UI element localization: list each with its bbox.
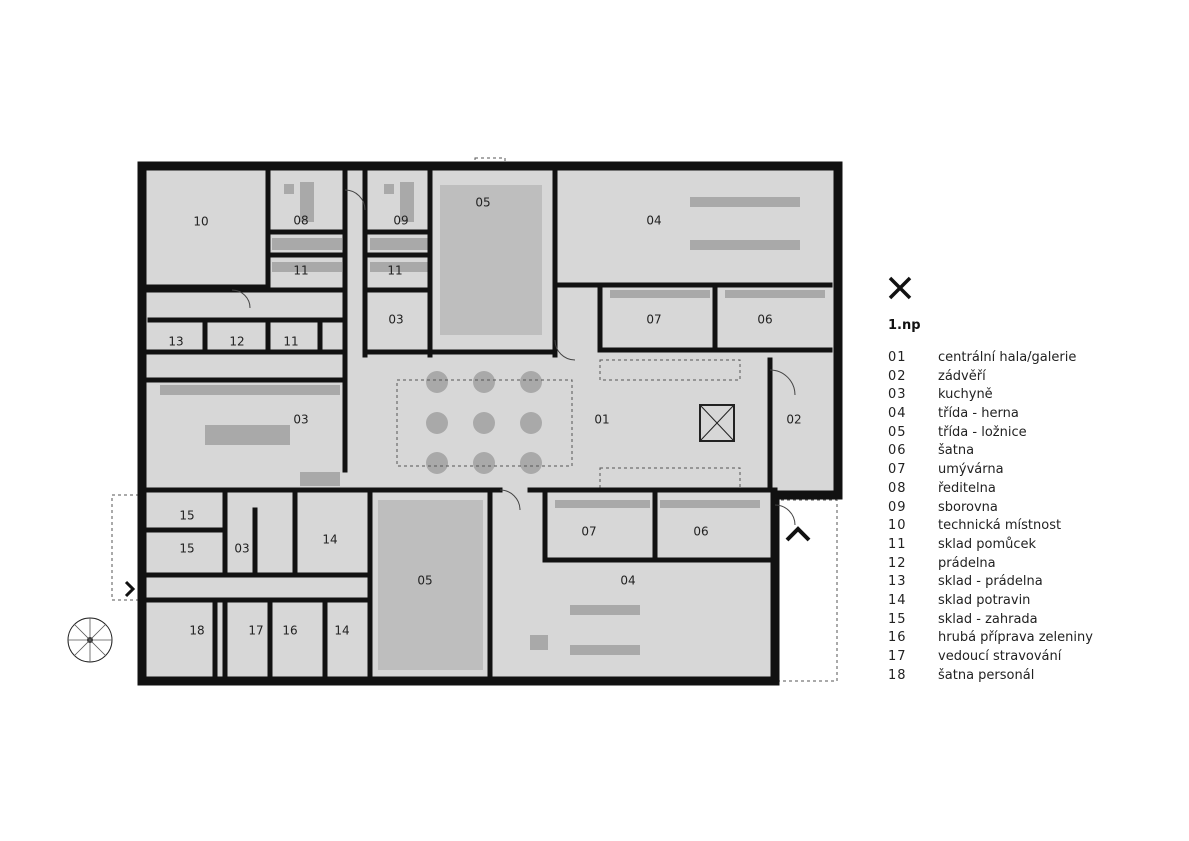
legend-item: 13 sklad - prádelna bbox=[888, 574, 1093, 593]
door-swings bbox=[231, 189, 796, 526]
legend-room-name: šatna bbox=[938, 443, 975, 459]
legend-item: 09 sborovna bbox=[888, 500, 1093, 519]
elevator bbox=[699, 404, 735, 442]
room-label: 08 bbox=[293, 214, 308, 228]
legend-room-name: prádelna bbox=[938, 555, 996, 571]
legend-room-name: třída - ložnice bbox=[938, 424, 1027, 440]
room-label: 11 bbox=[293, 264, 308, 278]
legend-room-name: technická místnost bbox=[938, 518, 1062, 534]
room-label: 06 bbox=[757, 313, 772, 327]
room-label: 05 bbox=[417, 574, 432, 588]
legend-room-name: zádvěří bbox=[938, 368, 986, 384]
legend-number: 03 bbox=[888, 387, 907, 403]
legend-item: 04 třída - herna bbox=[888, 406, 1093, 425]
legend-item: 02 zádvěří bbox=[888, 369, 1093, 388]
legend-item: 10 technická místnost bbox=[888, 518, 1093, 537]
room-label: 04 bbox=[646, 214, 661, 228]
room-label: 18 bbox=[189, 624, 204, 638]
room-label: 09 bbox=[393, 214, 408, 228]
legend-room-name: sklad - prádelna bbox=[938, 574, 1043, 590]
room-label: 17 bbox=[248, 624, 263, 638]
legend-item: 08 ředitelna bbox=[888, 481, 1093, 500]
room-label: 07 bbox=[581, 525, 596, 539]
room-label: 01 bbox=[594, 413, 609, 427]
legend-number: 01 bbox=[888, 350, 907, 365]
room-label: 03 bbox=[293, 413, 308, 427]
legend-item: 12 prádelna bbox=[888, 556, 1093, 575]
legend-number: 09 bbox=[888, 499, 907, 515]
legend-item: 05 třída - ložnice bbox=[888, 425, 1093, 444]
side-entrance-arrow-icon bbox=[124, 580, 136, 598]
legend-room-name: sklad - zahrada bbox=[938, 611, 1038, 627]
legend-number: 12 bbox=[888, 555, 907, 571]
room-label: 15 bbox=[179, 542, 194, 556]
legend-room-name: sborovna bbox=[938, 499, 998, 515]
legend-item: 01 centrální hala/galerie bbox=[888, 350, 1093, 369]
legend-item: 03 kuchyně bbox=[888, 387, 1093, 406]
legend-room-name: kuchyně bbox=[938, 387, 993, 403]
legend-number: 14 bbox=[888, 592, 907, 608]
legend-number: 02 bbox=[888, 368, 907, 384]
legend-item: 07 umývárna bbox=[888, 462, 1093, 481]
legend-room-name: třída - herna bbox=[938, 406, 1019, 422]
room-label: 07 bbox=[646, 313, 661, 327]
legend-item: 15 sklad - zahrada bbox=[888, 612, 1093, 631]
legend-item: 18 šatna personál bbox=[888, 668, 1093, 687]
legend-number: 15 bbox=[888, 611, 907, 627]
legend-room-name: šatna personál bbox=[938, 667, 1035, 683]
legend-number: 06 bbox=[888, 443, 907, 459]
legend-number: 08 bbox=[888, 480, 907, 496]
legend-number: 17 bbox=[888, 649, 907, 664]
room-label: 11 bbox=[283, 335, 298, 349]
legend-room-name: umývárna bbox=[938, 462, 1004, 478]
legend-number: 13 bbox=[888, 574, 907, 590]
room-label: 11 bbox=[387, 264, 402, 278]
legend-item: 06 šatna bbox=[888, 443, 1093, 462]
room-label: 03 bbox=[234, 542, 249, 556]
room-label: 05 bbox=[475, 196, 490, 210]
room-label: 10 bbox=[193, 215, 208, 229]
room-label: 04 bbox=[620, 574, 635, 588]
hall-tables bbox=[396, 371, 573, 474]
legend-room-name: centrální hala/galerie bbox=[938, 350, 1077, 365]
room-label: 13 bbox=[168, 335, 183, 349]
legend-number: 10 bbox=[888, 518, 907, 534]
legend-room-name: hrubá příprava zeleniny bbox=[938, 630, 1093, 646]
room-label: 02 bbox=[786, 413, 801, 427]
furniture bbox=[160, 182, 825, 670]
room-label: 15 bbox=[179, 509, 194, 523]
legend-number: 18 bbox=[888, 667, 907, 683]
legend-number: 11 bbox=[888, 536, 907, 552]
legend-item: 11 sklad pomůcek bbox=[888, 537, 1093, 556]
legend-item: 16 hrubá příprava zeleniny bbox=[888, 630, 1093, 649]
room-label: 14 bbox=[334, 624, 349, 638]
room-legend: 01 centrální hala/galerie 02 zádvěří 03 kuchy… bbox=[888, 350, 1093, 686]
legend-item: 17 vedoucí stravování bbox=[888, 649, 1093, 668]
legend-room-name: sklad pomůcek bbox=[938, 536, 1037, 552]
legend-number: 07 bbox=[888, 462, 907, 478]
room-label: 06 bbox=[693, 525, 708, 539]
legend-number: 04 bbox=[888, 406, 907, 422]
legend-room-name: vedoucí stravování bbox=[938, 649, 1062, 664]
room-labels: 10 08 09 05 04 11 11 03 07 06 13 12 11 0… bbox=[168, 196, 801, 638]
legend-item: 14 sklad potravin bbox=[888, 593, 1093, 612]
walls bbox=[137, 161, 843, 686]
room-label: 12 bbox=[229, 335, 244, 349]
entrance-arrow-icon bbox=[785, 526, 811, 542]
room-label: 14 bbox=[322, 533, 337, 547]
legend-room-name: ředitelna bbox=[938, 480, 996, 496]
room-label: 16 bbox=[282, 624, 297, 638]
room-label: 03 bbox=[388, 313, 403, 327]
legend-room-name: sklad potravin bbox=[938, 592, 1031, 608]
floor-label: 1.np bbox=[888, 318, 921, 333]
legend-number: 05 bbox=[888, 424, 907, 440]
spiral-stair-icon bbox=[67, 617, 113, 663]
north-symbol-icon bbox=[888, 276, 912, 300]
legend-number: 16 bbox=[888, 630, 907, 646]
bed-rows bbox=[378, 185, 542, 670]
